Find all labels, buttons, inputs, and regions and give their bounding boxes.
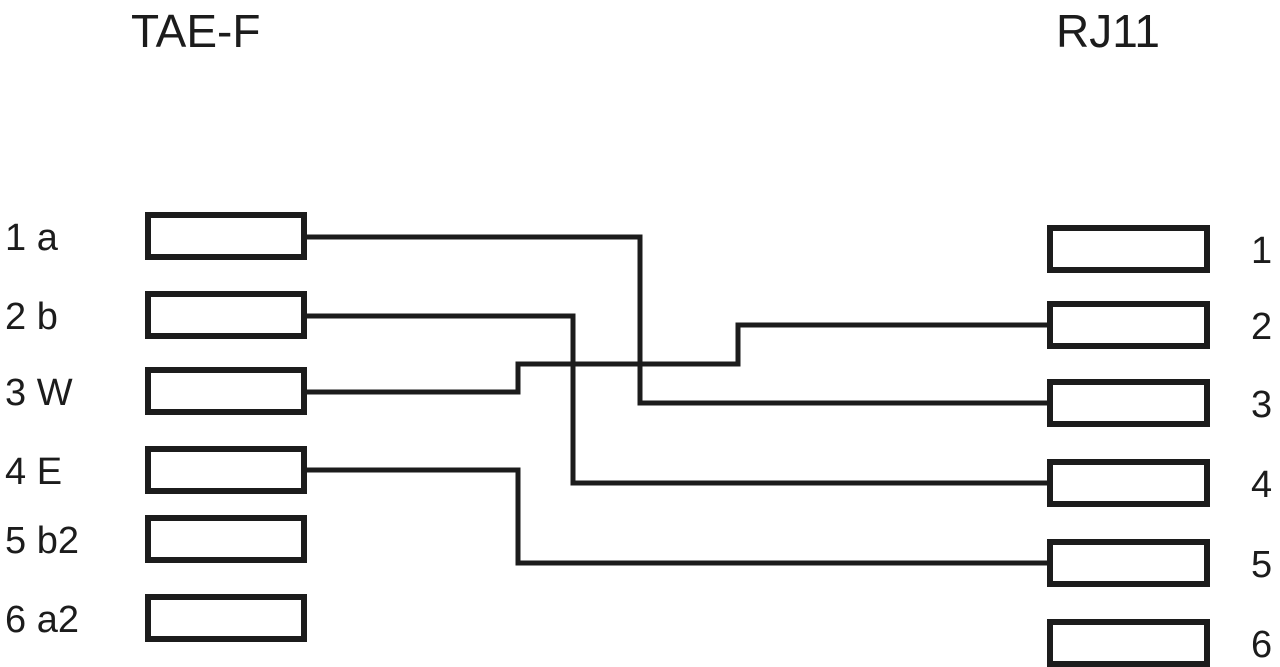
wire-1a-to-rj11-3[interactable] <box>304 234 1050 406</box>
left-pin-label-5: 5 b2 <box>5 520 79 562</box>
left-pin-box-4[interactable] <box>145 446 307 494</box>
wire-2b-to-rj11-4[interactable] <box>304 313 1050 486</box>
left-pin-box-1[interactable] <box>145 212 307 260</box>
left-pin-box-3[interactable] <box>145 367 307 415</box>
left-connector-title: TAE-F <box>131 5 260 57</box>
right-pin-box-5[interactable] <box>1047 539 1210 587</box>
right-pin-label-1: 1 <box>1251 230 1272 272</box>
left-pin-label-1: 1 a <box>5 217 59 259</box>
right-pin-box-1[interactable] <box>1047 225 1210 273</box>
right-pin-label-6: 6 <box>1251 624 1272 666</box>
left-pin-label-4: 4 E <box>5 451 62 493</box>
right-pin-label-3: 3 <box>1251 384 1272 426</box>
right-pin-label-4: 4 <box>1251 464 1272 506</box>
left-pin-box-6[interactable] <box>145 594 307 642</box>
left-pin-box-2[interactable] <box>145 291 307 339</box>
wire-4e-to-rj11-5[interactable] <box>304 467 1050 566</box>
left-pin-label-6: 6 a2 <box>5 599 79 641</box>
right-pin-label-2: 2 <box>1251 306 1272 348</box>
right-pin-box-3[interactable] <box>1047 379 1210 427</box>
right-connector-title: RJ11 <box>1056 5 1160 57</box>
left-pin-box-5[interactable] <box>145 515 307 563</box>
wire-3w-to-rj11-2[interactable] <box>304 322 1050 395</box>
right-pin-box-4[interactable] <box>1047 459 1210 507</box>
right-pin-box-2[interactable] <box>1047 301 1210 349</box>
left-pin-label-2: 2 b <box>5 296 58 338</box>
right-pin-label-5: 5 <box>1251 544 1272 586</box>
left-pin-label-3: 3 W <box>5 372 73 414</box>
right-pin-box-6[interactable] <box>1047 619 1210 667</box>
